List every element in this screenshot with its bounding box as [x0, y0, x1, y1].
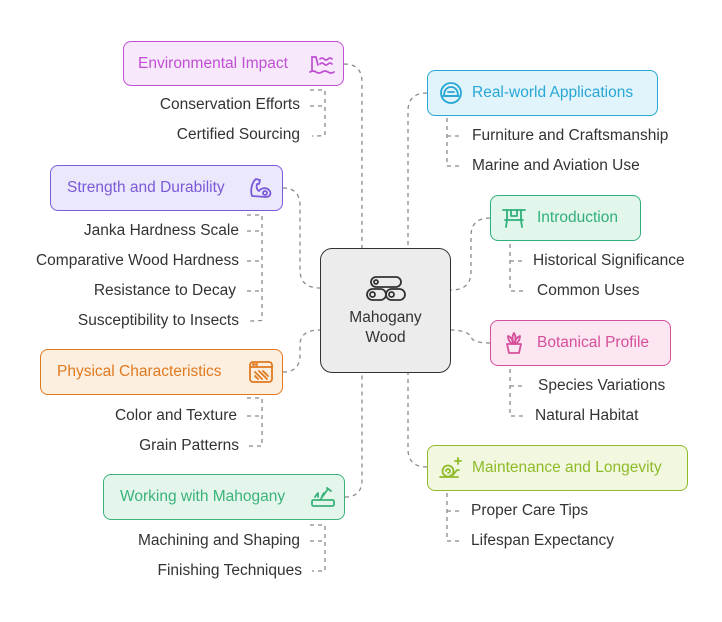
- leaf-certified-sourcing[interactable]: Certified Sourcing: [176, 126, 300, 143]
- leaf-proper-care-tips[interactable]: Proper Care Tips: [471, 502, 589, 519]
- helmet-icon: [438, 80, 464, 106]
- leaf-finishing-techniques[interactable]: Finishing Techniques: [157, 562, 302, 579]
- central-topic[interactable]: Mahogany Wood: [320, 248, 451, 373]
- branch-title: Environmental Impact: [138, 54, 288, 72]
- wood-logs-icon: [365, 275, 406, 301]
- leaf-resistance-to-decay[interactable]: Resistance to Decay: [93, 282, 236, 299]
- connector-working-with-mahogany: [344, 373, 363, 498]
- branch-maintenance-and-longevity[interactable]: Maintenance and Longevity: [427, 445, 688, 491]
- flexed-arm-icon: [248, 175, 274, 201]
- connector-environmental-impact: [343, 63, 363, 248]
- branch-title: Working with Mahogany: [120, 488, 286, 505]
- water-waves-icon: [309, 51, 335, 77]
- leaf-species-variations[interactable]: Species Variations: [538, 377, 666, 394]
- leaf-comparative-wood-hardness[interactable]: Comparative Wood Hardness: [35, 252, 239, 269]
- connector-maintenance-and-longevity: [407, 373, 428, 468]
- texture-frame-icon: [248, 359, 274, 385]
- leaf-grain-patterns[interactable]: Grain Patterns: [139, 437, 239, 454]
- connector-physical-characteristics: [282, 329, 321, 373]
- branch-botanical-profile[interactable]: Botanical Profile: [490, 320, 671, 366]
- branch-title: Physical Characteristics: [57, 363, 222, 380]
- branch-title: Maintenance and Longevity: [472, 459, 662, 476]
- branch-introduction[interactable]: Introduction: [490, 195, 641, 241]
- connector-strength-and-durability: [282, 187, 321, 289]
- connector-botanical-profile: [450, 329, 491, 344]
- connector-introduction: [450, 217, 491, 291]
- plant-pot-icon: [501, 330, 527, 356]
- branch-title: Botanical Profile: [537, 334, 650, 351]
- branch-physical-characteristics[interactable]: Physical Characteristics: [40, 349, 283, 395]
- branch-working-with-mahogany[interactable]: Working with Mahogany: [103, 474, 345, 520]
- leaf-machining-and-shaping[interactable]: Machining and Shaping: [137, 532, 300, 549]
- branch-title: Introduction: [537, 209, 618, 226]
- leaf-conservation-efforts[interactable]: Conservation Efforts: [159, 96, 300, 113]
- leaf-marine-and-aviation-use[interactable]: Marine and Aviation Use: [472, 157, 640, 174]
- leaf-lifespan-expectancy[interactable]: Lifespan Expectancy: [471, 532, 615, 549]
- leaf-janka-hardness-scale[interactable]: Janka Hardness Scale: [83, 222, 239, 239]
- woodworking-tool-icon: [310, 484, 336, 510]
- snail-sparkle-icon: [438, 455, 464, 481]
- branch-strength-and-durability[interactable]: Strength and Durability: [50, 165, 283, 211]
- branch-real-world-applications[interactable]: Real-world Applications: [427, 70, 658, 116]
- branch-title: Strength and Durability: [67, 179, 225, 196]
- connector-real-world-applications: [407, 92, 428, 248]
- leaf-susceptibility-to-insects[interactable]: Susceptibility to Insects: [77, 312, 239, 329]
- leaf-color-and-texture[interactable]: Color and Texture: [114, 407, 237, 424]
- leaf-historical-significance[interactable]: Historical Significance: [533, 252, 685, 269]
- central-topic-title: Mahogany Wood: [349, 308, 422, 346]
- chair-icon: [501, 205, 527, 231]
- branch-title: Real-world Applications: [472, 84, 634, 101]
- branch-environmental-impact[interactable]: Environmental Impact: [123, 41, 344, 86]
- leaf-natural-habitat[interactable]: Natural Habitat: [535, 407, 639, 424]
- leaf-furniture-and-craftsmanship[interactable]: Furniture and Craftsmanship: [472, 127, 669, 144]
- leaf-common-uses[interactable]: Common Uses: [537, 282, 640, 299]
